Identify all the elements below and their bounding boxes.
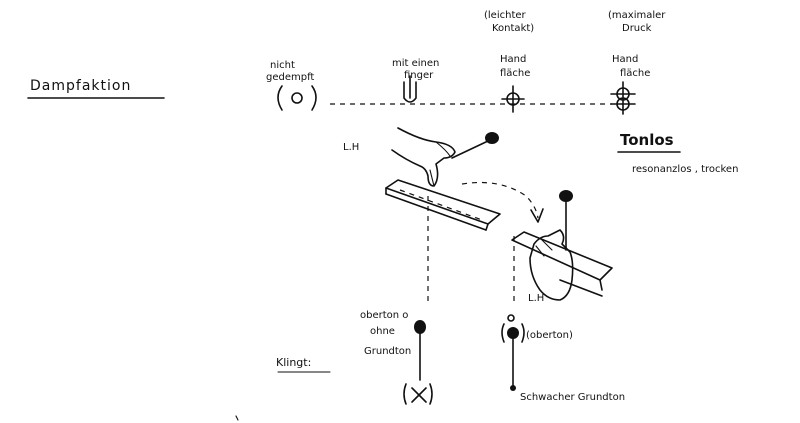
motion-arrow-icon [462, 183, 543, 223]
palm-max-symbol [611, 82, 635, 114]
left-note-line1: oberton o [360, 310, 408, 321]
undamped-label-line2: gedempft [266, 72, 314, 83]
left-note-line3: Grundton [364, 346, 411, 357]
stray-mark [236, 416, 238, 420]
upper-hand-icon [392, 128, 455, 186]
palm-light-label-line2: fläche [500, 68, 530, 79]
one-finger-label-line1: mit einen [392, 58, 439, 69]
marimba-bar-upper [386, 180, 500, 230]
right-note-paren-label: (oberton) [526, 330, 573, 341]
max-pressure-line2: Druck [622, 23, 652, 34]
palm-max-label-line2: fläche [620, 68, 650, 79]
right-note-bottom-label: Schwacher Grundton [520, 392, 625, 403]
palm-light-label-line1: Hand [500, 54, 526, 65]
upper-mallet-icon [452, 132, 499, 158]
left-note-symbol [404, 320, 432, 404]
right-note-symbol [502, 315, 524, 391]
diagram-title: Dampfaktion [30, 78, 131, 94]
palm-max-label-line1: Hand [612, 54, 638, 65]
undamped-symbol [278, 86, 316, 110]
left-hand-label-upper: L.H [343, 142, 359, 153]
klingt-label: Klingt: [276, 356, 311, 369]
max-pressure-line1: (maximaler [608, 10, 666, 21]
tonlos-label: Tonlos [620, 131, 674, 149]
marimba-bar-lower [512, 232, 612, 296]
tonlos-description: resonanzlos , trocken [632, 164, 738, 175]
lower-mallet-icon [559, 190, 573, 250]
light-contact-line1: (leichter [484, 10, 527, 21]
palm-light-symbol [502, 86, 524, 112]
light-contact-line2: Kontakt) [492, 23, 534, 34]
one-finger-label-line2: finger [404, 70, 434, 81]
left-hand-label-lower: L.H [528, 293, 544, 304]
left-note-line2: ohne [370, 326, 395, 337]
undamped-label-line1: nicht [270, 60, 295, 71]
